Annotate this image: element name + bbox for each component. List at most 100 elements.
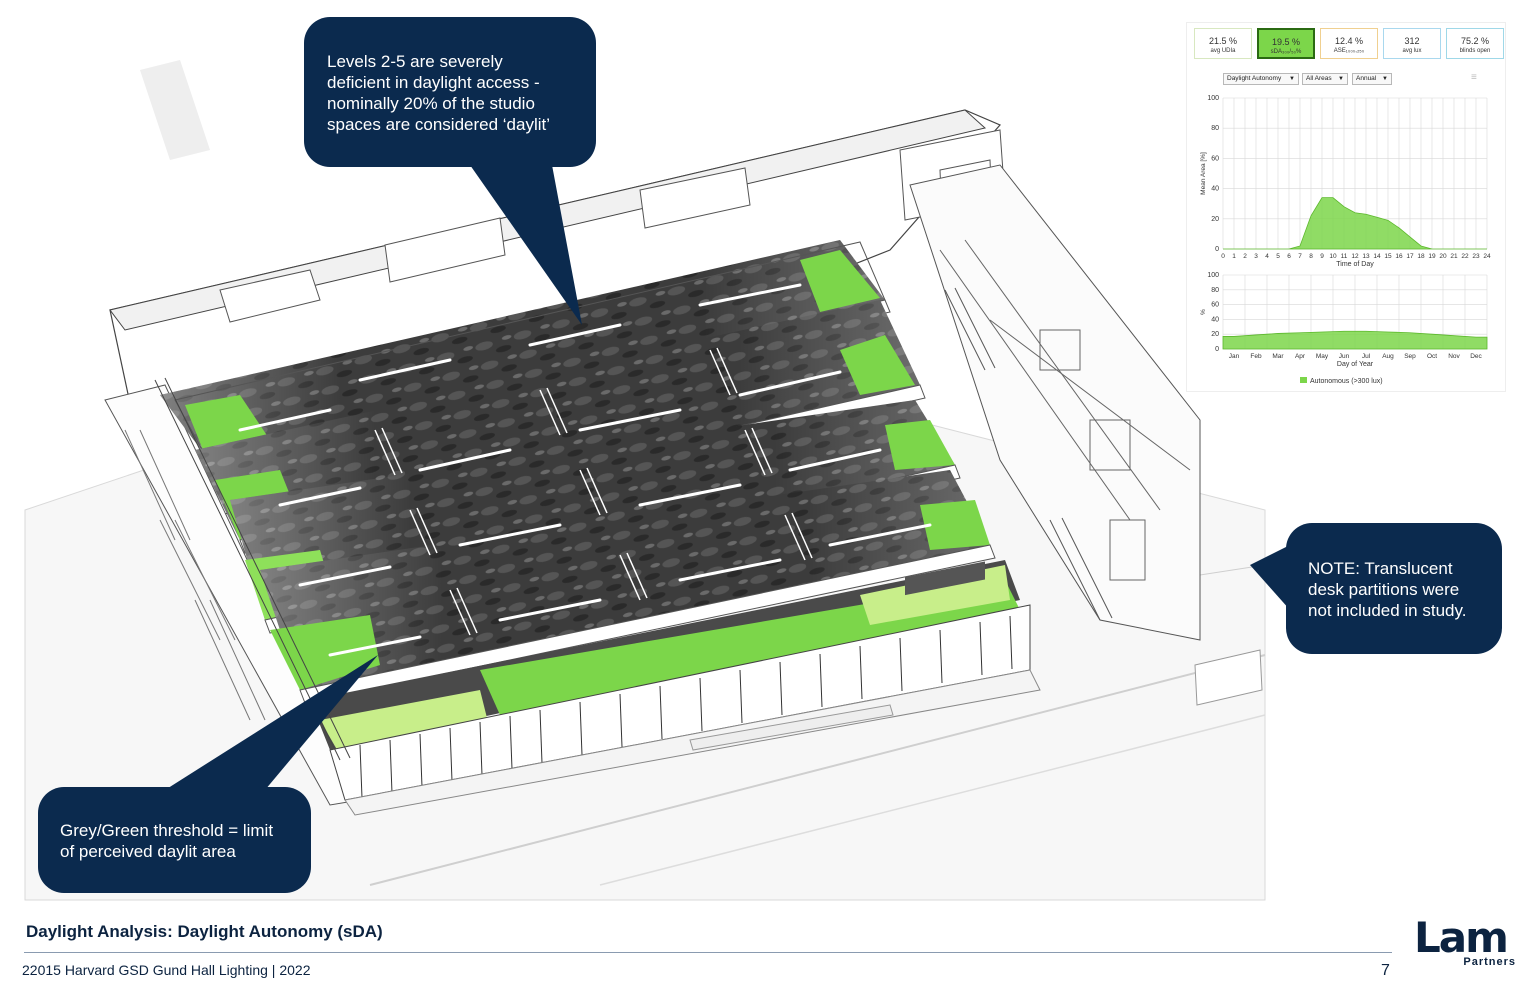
chart1-x-tick-label: 13 xyxy=(1362,253,1370,260)
chart1-x-tick-label: 16 xyxy=(1395,253,1403,260)
chart1-x-axis-label: Time of Day xyxy=(1336,261,1374,268)
metric-sda-card[interactable]: 19.5 % sDA₃₀₀/₅₀% xyxy=(1257,28,1315,59)
legend-label: Autonomous (>300 lux) xyxy=(1310,378,1383,385)
metric-type-dropdown[interactable]: Daylight Autonomy ▼ xyxy=(1223,73,1299,85)
daylight-dashboard-panel: 21.5 % avg UDIa 19.5 % sDA₃₀₀/₅₀% 12.4 %… xyxy=(1186,22,1506,392)
chart1-x-tick-label: 20 xyxy=(1439,253,1447,260)
chart2-y-tick-label: 100 xyxy=(1207,272,1219,279)
metric-value: 312 xyxy=(1404,36,1420,46)
chart1-y-tick-label: 80 xyxy=(1211,125,1219,132)
chevron-down-icon: ▼ xyxy=(1289,76,1295,82)
chart1-x-tick-label: 18 xyxy=(1417,253,1425,260)
chart1-y-tick-label: 20 xyxy=(1211,216,1219,223)
chart1-x-tick-label: 17 xyxy=(1406,253,1414,260)
chart1-y-tick-label: 40 xyxy=(1211,186,1219,193)
chart1-x-tick-label: 11 xyxy=(1341,253,1348,260)
metric-lux-card[interactable]: 312 avg lux xyxy=(1383,28,1441,59)
callout-line: Levels 2-5 are severely xyxy=(327,52,503,71)
chart1-x-tick-label: 12 xyxy=(1351,253,1359,260)
menu-icon[interactable]: ≡ xyxy=(1471,72,1477,83)
chart2-x-tick-label: Mar xyxy=(1272,353,1284,360)
area-filter-dropdown[interactable]: All Areas ▼ xyxy=(1302,73,1348,85)
metric-value: 75.2 % xyxy=(1460,36,1490,46)
footer-divider xyxy=(24,952,1392,953)
chart1-x-tick-label: 8 xyxy=(1309,253,1313,260)
chart1-y-tick-label: 100 xyxy=(1207,95,1219,102)
chart2-x-tick-label: Jul xyxy=(1362,353,1371,360)
project-subtitle: 22015 Harvard GSD Gund Hall Lighting | 2… xyxy=(22,962,311,978)
logo-subtext: Partners xyxy=(1463,956,1516,968)
chart2-x-tick-label: Aug xyxy=(1382,353,1394,360)
metric-ase-card[interactable]: 12.4 % ASE₁₀₀₀,₂₅₀ xyxy=(1320,28,1378,59)
chart1-y-tick-label: 0 xyxy=(1215,246,1219,253)
chart2-y-axis-label: % xyxy=(1200,309,1207,315)
chart2-y-tick-label: 80 xyxy=(1211,287,1219,294)
callout-line: deficient in daylight access - xyxy=(327,73,540,92)
chart2-y-tick-label: 20 xyxy=(1211,331,1219,338)
metric-value: 21.5 % xyxy=(1208,36,1238,46)
callout-line: Grey/Green threshold = limit xyxy=(60,821,274,840)
dropdown-label: Annual xyxy=(1356,75,1377,82)
metric-udia-card[interactable]: 21.5 % avg UDIa xyxy=(1194,28,1252,59)
chart1-x-tick-label: 9 xyxy=(1320,253,1324,260)
chart1-x-tick-label: 1 xyxy=(1232,253,1236,260)
chart1-x-tick-label: 0 xyxy=(1221,253,1225,260)
dropdown-label: Daylight Autonomy xyxy=(1227,75,1282,82)
chart2-y-tick-label: 60 xyxy=(1211,302,1219,309)
chart2-y-tick-label: 40 xyxy=(1211,316,1219,323)
chart2-y-tick-label: 0 xyxy=(1215,346,1219,353)
chart1-x-tick-label: 23 xyxy=(1472,253,1480,260)
logo-wordmark: Lam xyxy=(1414,913,1509,962)
callout-line: not included in study. xyxy=(1308,601,1467,620)
chart2-x-tick-label: May xyxy=(1316,353,1329,360)
chart1-x-tick-label: 2 xyxy=(1243,253,1247,260)
chart1-x-tick-label: 6 xyxy=(1287,253,1291,260)
metric-label: blinds open xyxy=(1459,48,1491,54)
callout-line: nominally 20% of the studio xyxy=(327,94,535,113)
metric-value: 19.5 % xyxy=(1271,37,1301,47)
chart2-x-axis-label: Day of Year xyxy=(1337,361,1374,368)
chart2-x-tick-label: Jan xyxy=(1229,353,1240,360)
callout-line: of perceived daylit area xyxy=(60,842,236,861)
chart1-x-tick-label: 15 xyxy=(1384,253,1392,260)
callout-line: NOTE: Translucent xyxy=(1308,559,1453,578)
metric-label: avg UDIa xyxy=(1210,48,1236,54)
dropdown-label: All Areas xyxy=(1306,75,1332,82)
threshold-callout: Grey/Green threshold = limit of perceive… xyxy=(38,787,311,893)
chart2-area xyxy=(1222,330,1488,350)
metric-label: ASE₁₀₀₀,₂₅₀ xyxy=(1333,48,1365,54)
callout-line: spaces are considered ‘daylit’ xyxy=(327,115,551,134)
lam-partners-logo: Lam Partners xyxy=(1414,913,1518,970)
chevron-down-icon: ▼ xyxy=(1338,76,1344,82)
chart1-x-tick-label: 24 xyxy=(1483,253,1491,260)
chart2-x-tick-label: Dec xyxy=(1470,353,1482,360)
chart1-x-tick-label: 3 xyxy=(1254,253,1258,260)
page-number: 7 xyxy=(1381,962,1390,979)
chart1-x-tick-label: 5 xyxy=(1276,253,1280,260)
chart2-x-tick-label: Oct xyxy=(1427,353,1437,360)
chart1-x-tick-label: 4 xyxy=(1265,253,1269,260)
chart1-area xyxy=(1223,197,1487,250)
chart1-y-tick-label: 60 xyxy=(1211,155,1219,162)
partitions-note-callout: NOTE: Translucent desk partitions were n… xyxy=(1286,523,1502,654)
chart1-x-tick-label: 7 xyxy=(1298,253,1302,260)
callout-line: desk partitions were xyxy=(1308,580,1460,599)
metric-label: avg lux xyxy=(1402,48,1422,54)
period-dropdown[interactable]: Annual ▼ xyxy=(1352,73,1392,85)
metric-value: 12.4 % xyxy=(1334,36,1364,46)
legend-swatch xyxy=(1300,377,1307,383)
chart2-x-tick-label: Apr xyxy=(1295,353,1306,360)
metric-blinds-card[interactable]: 75.2 % blinds open xyxy=(1446,28,1504,59)
chart1-y-axis-label: Mean Area [%] xyxy=(1200,152,1207,195)
chart1-x-tick-label: 10 xyxy=(1329,253,1337,260)
chart2-x-tick-label: Sep xyxy=(1404,353,1416,360)
chart2-x-tick-label: Jun xyxy=(1339,353,1350,360)
deficiency-callout: Levels 2-5 are severely deficient in day… xyxy=(304,17,596,167)
chevron-down-icon: ▼ xyxy=(1382,76,1388,82)
chart1-x-tick-label: 14 xyxy=(1373,253,1381,260)
chart2-x-tick-label: Nov xyxy=(1448,353,1460,360)
chart1-x-tick-label: 21 xyxy=(1450,253,1458,260)
metric-label: sDA₃₀₀/₅₀% xyxy=(1270,49,1302,55)
chart1-x-tick-label: 22 xyxy=(1461,253,1469,260)
